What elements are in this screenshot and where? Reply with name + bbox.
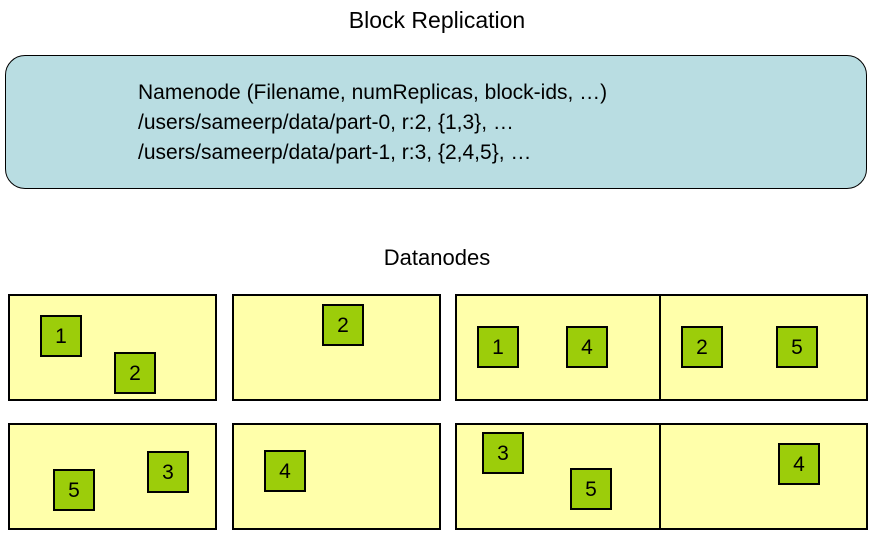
data-block: 2 — [114, 352, 156, 394]
data-block: 3 — [147, 451, 189, 493]
data-block: 1 — [477, 326, 519, 368]
datanodes-section-label: Datanodes — [383, 245, 491, 270]
data-block: 5 — [570, 468, 612, 510]
datanode-8: 4 — [659, 423, 868, 530]
namenode-panel: Namenode (Filename, numReplicas, block-i… — [5, 55, 867, 189]
namenode-line-part-0: /users/sameerp/data/part-0, r:2, {1,3}, … — [138, 111, 514, 134]
data-block: 5 — [776, 326, 818, 368]
datanode-6: 4 — [232, 423, 441, 530]
data-block: 2 — [681, 326, 723, 368]
data-block: 5 — [53, 469, 95, 511]
data-block: 4 — [264, 450, 306, 492]
data-block: 1 — [40, 315, 82, 357]
data-block: 2 — [322, 304, 364, 346]
namenode-metadata-text: Namenode (Filename, numReplicas, block-i… — [138, 78, 607, 168]
datanode-2: 2 — [232, 294, 441, 401]
data-block: 4 — [778, 443, 820, 485]
page-title: Block Replication — [348, 7, 526, 33]
namenode-line-schema: Namenode (Filename, numReplicas, block-i… — [138, 81, 608, 104]
data-block: 3 — [482, 432, 524, 474]
namenode-line-part-1: /users/sameerp/data/part-1, r:3, {2,4,5}… — [138, 141, 532, 164]
data-block: 4 — [566, 326, 608, 368]
